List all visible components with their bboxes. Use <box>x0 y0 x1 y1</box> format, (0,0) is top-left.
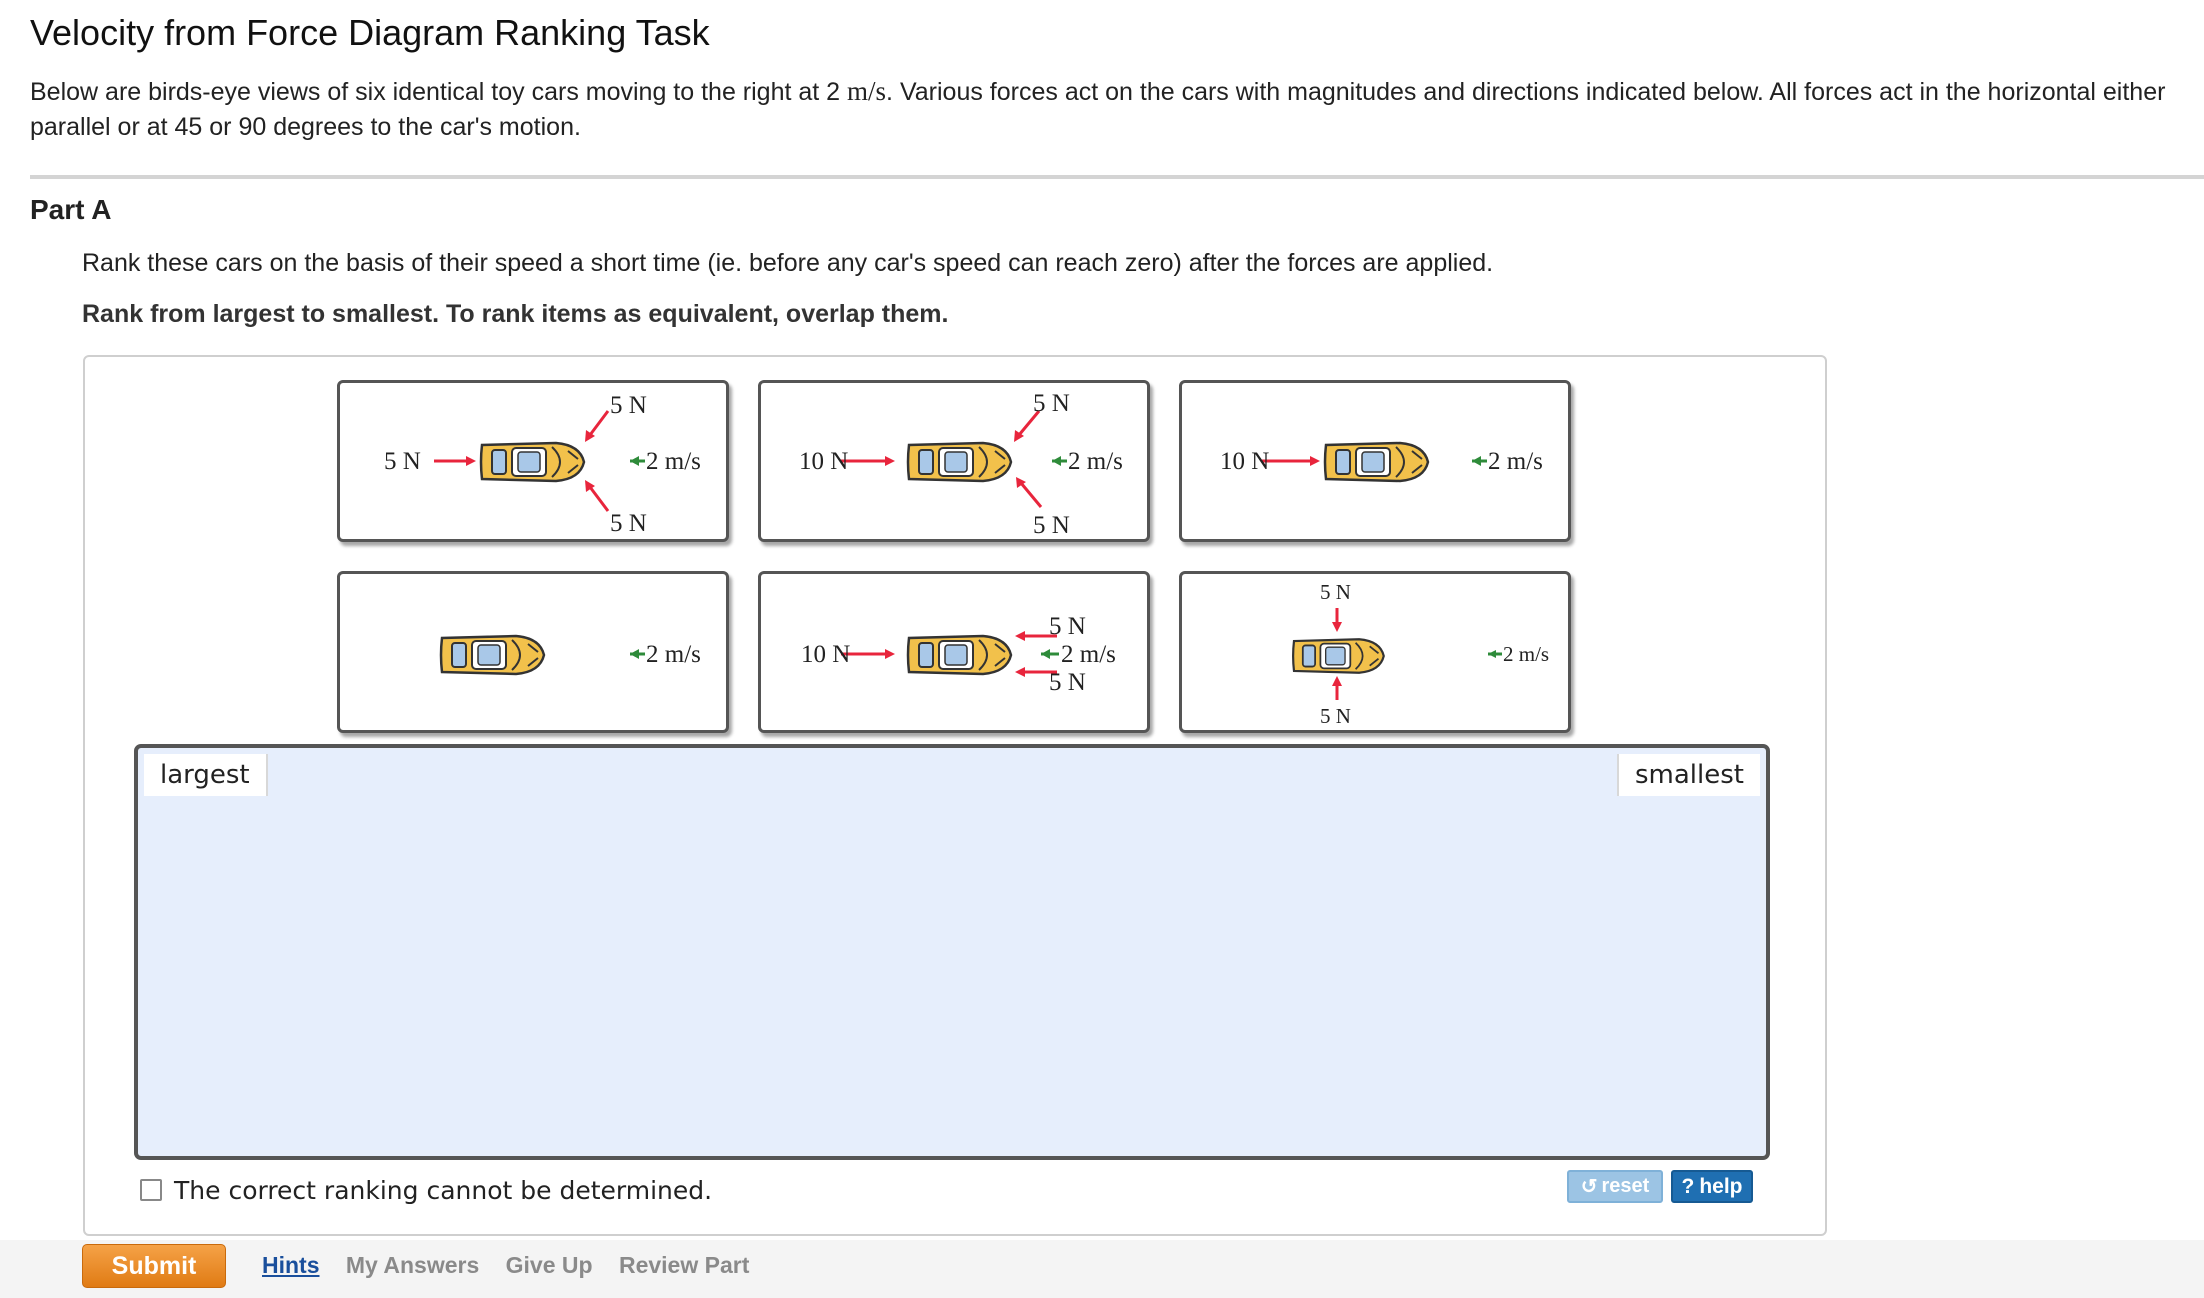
car-card-1[interactable]: 5 N 5 N 5 N 2 m/s <box>337 380 729 542</box>
help-icon: ? <box>1681 1174 1695 1198</box>
question-text: Rank these cars on the basis of their sp… <box>82 249 1494 277</box>
footer-links: Hints My Answers Give Up Review Part <box>262 1252 769 1279</box>
instruction-text: Rank from largest to smallest. To rank i… <box>82 300 949 328</box>
reset-label: reset <box>1601 1175 1650 1197</box>
car-card-6[interactable]: 5 N 5 N 2 m/s <box>1179 571 1571 733</box>
reset-button[interactable]: ↺ reset <box>1567 1170 1663 1203</box>
velocity-label: 2 m/s <box>1068 448 1123 475</box>
top-force-label: 5 N <box>1049 613 1086 640</box>
reset-icon: ↺ <box>1580 1176 1598 1198</box>
velocity-label: 2 m/s <box>1503 642 1550 666</box>
part-title: Part A <box>30 194 112 225</box>
velocity-label: 2 m/s <box>646 641 701 668</box>
bottom-action-bar <box>0 1240 2204 1298</box>
top-force-label: 5 N <box>1320 580 1351 604</box>
give-up-link[interactable]: Give Up <box>505 1252 593 1278</box>
force-arrows <box>1332 608 1502 700</box>
velocity-label: 2 m/s <box>646 448 701 475</box>
intro-text-part1: Below are birds-eye views of six identic… <box>30 78 848 106</box>
top-force-label: 5 N <box>1033 390 1070 417</box>
intro-unit: m/s <box>847 76 887 106</box>
car-card-5[interactable]: 10 N 5 N 2 m/s 5 N <box>758 571 1150 733</box>
smallest-label: smallest <box>1617 754 1760 796</box>
force-arrows <box>841 631 1059 677</box>
bottom-force-label: 5 N <box>1049 669 1086 696</box>
force-arrows <box>630 649 645 659</box>
force-arrows <box>434 410 645 512</box>
help-button[interactable]: ? help <box>1671 1170 1753 1203</box>
submit-button[interactable]: Submit <box>82 1244 226 1288</box>
section-divider <box>30 175 2204 179</box>
top-force-label: 5 N <box>610 392 647 419</box>
velocity-label: 2 m/s <box>1488 448 1543 475</box>
page-title: Velocity from Force Diagram Ranking Task <box>30 12 710 53</box>
left-force-label: 10 N <box>801 641 851 668</box>
left-force-label: 10 N <box>1220 448 1270 475</box>
force-arrows <box>1262 456 1487 466</box>
left-force-label: 5 N <box>384 448 421 475</box>
cannot-determine-label: The correct ranking cannot be determined… <box>174 1175 713 1205</box>
bottom-force-label: 5 N <box>1033 512 1070 539</box>
bottom-force-label: 5 N <box>1320 704 1351 728</box>
hints-link[interactable]: Hints <box>262 1252 320 1278</box>
ranking-drop-area[interactable]: largest smallest <box>134 744 1770 1160</box>
left-force-label: 10 N <box>799 448 849 475</box>
velocity-label: 2 m/s <box>1061 641 1116 668</box>
car-card-2[interactable]: 10 N 5 N 5 N 2 m/s <box>758 380 1150 542</box>
intro-text-part2: . Various forces act on the cars with ma… <box>30 78 2166 141</box>
force-arrows <box>841 410 1067 508</box>
car-card-4[interactable]: 2 m/s <box>337 571 729 733</box>
largest-label: largest <box>144 754 268 796</box>
my-answers-link[interactable]: My Answers <box>345 1252 480 1278</box>
bottom-force-label: 5 N <box>610 510 647 537</box>
review-part-link[interactable]: Review Part <box>618 1252 750 1278</box>
cannot-determine-row[interactable]: The correct ranking cannot be determined… <box>140 1175 712 1205</box>
cannot-determine-checkbox[interactable] <box>140 1179 162 1201</box>
car-card-3[interactable]: 10 N 2 m/s <box>1179 380 1571 542</box>
intro-text: Below are birds-eye views of six identic… <box>30 74 2204 145</box>
help-label: help <box>1699 1174 1743 1198</box>
